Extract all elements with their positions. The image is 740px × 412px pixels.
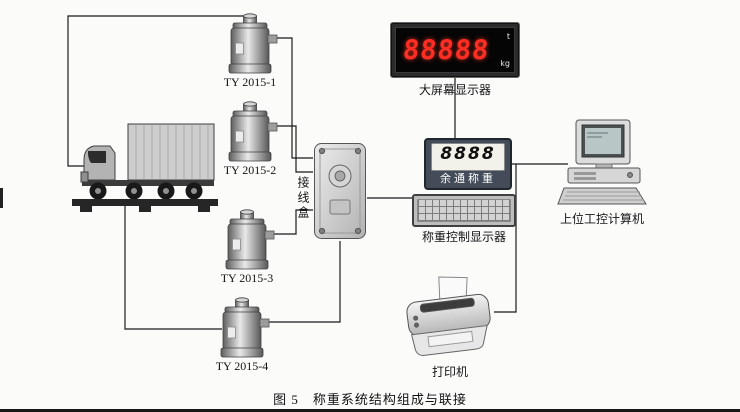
- control-display-brand: 余通称重: [440, 173, 496, 185]
- truck-wheels: [89, 182, 203, 200]
- load-cell-3-label: TY 2015-3: [220, 271, 274, 285]
- keyboard-keys: [417, 199, 511, 222]
- wire-lc2-junction: [274, 125, 313, 173]
- wire-lc1-junction: [274, 37, 313, 159]
- big-display-digits: 88888: [401, 34, 491, 66]
- host-computer: [556, 118, 648, 217]
- control-keyboard: [412, 194, 516, 227]
- printer: [400, 274, 500, 369]
- big-display-label: 大屏幕显示器: [418, 83, 491, 97]
- page-edge-mark: [0, 188, 3, 208]
- load-cell-icon: [225, 209, 275, 270]
- big-display-screen: 88888 t kg: [395, 27, 515, 73]
- truck-cab: [80, 145, 116, 183]
- load-cell-1: [222, 12, 278, 81]
- wire-lc1-truck: [67, 15, 250, 167]
- load-cell-icon: [220, 297, 270, 358]
- weighbridge-platform: [72, 199, 218, 212]
- printer-button: [413, 322, 419, 328]
- truck-icon: [72, 123, 218, 212]
- load-cell-icon: [228, 101, 278, 162]
- unit-t-label: t: [506, 32, 510, 41]
- junction-box: [313, 142, 367, 245]
- wire-lc3-junction: [271, 209, 313, 235]
- load-cell-2: [222, 100, 278, 169]
- load-cell-2-label: TY 2015-2: [223, 163, 277, 177]
- computer-label: 上位工控计算机: [559, 212, 644, 226]
- printer-icon: [406, 276, 491, 356]
- load-cell-1-label: TY 2015-1: [223, 75, 277, 89]
- wire-display-printer: [494, 164, 517, 313]
- printer-label: 打印机: [431, 365, 468, 379]
- junction-box-label: 接线盒: [296, 176, 310, 221]
- unit-kg-label: kg: [500, 59, 510, 68]
- truck-chassis: [82, 180, 214, 186]
- wire-lc4-junction: [266, 241, 341, 323]
- printer-output-paper: [427, 330, 474, 348]
- computer-keyboard: [557, 187, 647, 205]
- computer-icon: [557, 119, 647, 205]
- wire-lc4-weighbridge: [124, 205, 222, 330]
- load-cell-3: [219, 208, 275, 277]
- load-cell-4: [214, 296, 270, 365]
- control-display-digits: 8888: [431, 143, 505, 171]
- junction-box-icon: [314, 143, 366, 239]
- figure-caption: 图 5 称重系统结构组成与联接: [273, 392, 467, 407]
- big-screen-display: 88888 t kg: [390, 22, 520, 78]
- computer-case: [567, 167, 641, 184]
- truck-on-weighbridge: [70, 118, 220, 219]
- printer-button: [413, 315, 419, 321]
- big-display-units: t kg: [500, 32, 510, 68]
- weighing-control-display: 8888 余通称重: [424, 138, 512, 190]
- page-bottom-rule: [0, 409, 740, 412]
- load-cell-icon: [228, 13, 278, 74]
- truck-trailer: [127, 123, 215, 181]
- control-display-label: 称重控制显示器: [421, 230, 506, 244]
- load-cell-4-label: TY 2015-4: [215, 359, 269, 373]
- printer-feed-slot: [419, 297, 475, 313]
- computer-monitor: [575, 119, 631, 169]
